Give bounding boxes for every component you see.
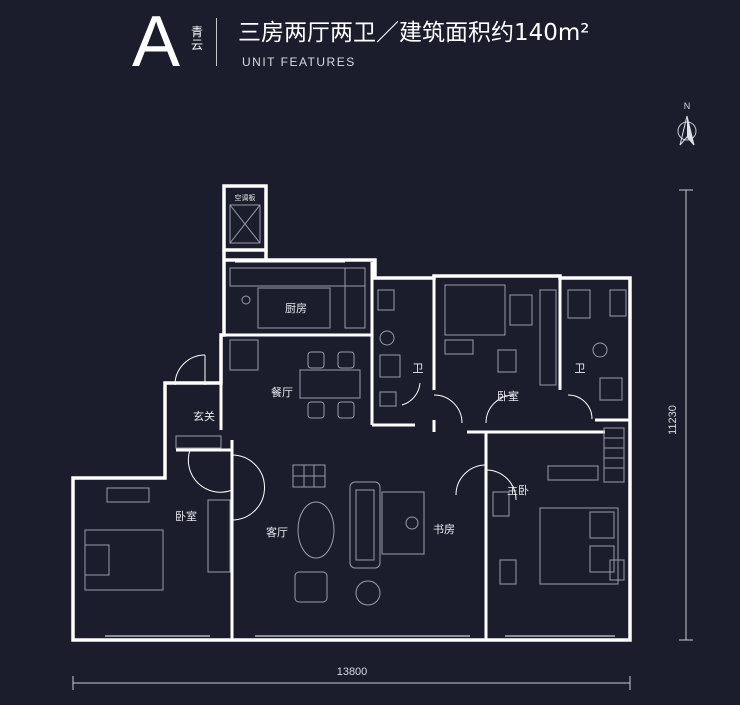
exterior-walls [71, 184, 632, 642]
interior-walls [73, 262, 630, 640]
north-arrow-icon: N [677, 101, 697, 146]
room-label-kitchen: 厨房 [285, 302, 307, 315]
header: A 青云 三房两厅两卫／建筑面积约140m² UNIT FEATURES [0, 0, 740, 90]
room-label-living: 客厅 [266, 525, 288, 539]
dimension-lines [72, 189, 693, 690]
room-label-study: 书房 [433, 523, 455, 536]
unit-name: 青云 [191, 25, 204, 52]
room-label-bath1: 卫 [413, 362, 424, 375]
compass-label: N [684, 101, 691, 111]
header-divider [216, 18, 217, 66]
room-labels: 空调板 厨房 卫 卧室 卫 玄关 餐厅 客厅 书房 主卧 卧室 [175, 193, 586, 539]
room-label-ac: 空调板 [235, 193, 256, 202]
windows [72, 261, 615, 637]
room-label-bath2: 卫 [575, 362, 586, 375]
room-label-foyer: 玄关 [193, 409, 215, 423]
doors [174, 354, 593, 521]
room-label-master: 主卧 [507, 484, 529, 497]
furniture [84, 204, 627, 606]
unit-letter: A [132, 2, 181, 82]
room-label-dining: 餐厅 [271, 385, 293, 399]
dimension-width: 13800 [337, 666, 368, 678]
unit-title: 三房两厅两卫／建筑面积约140m² [238, 20, 590, 46]
room-label-bedroom-left: 卧室 [175, 509, 197, 523]
dimension-depth: 11230 [667, 405, 679, 435]
unit-subtitle: UNIT FEATURES [242, 55, 356, 69]
room-label-bedroom-mid: 卧室 [497, 389, 519, 403]
